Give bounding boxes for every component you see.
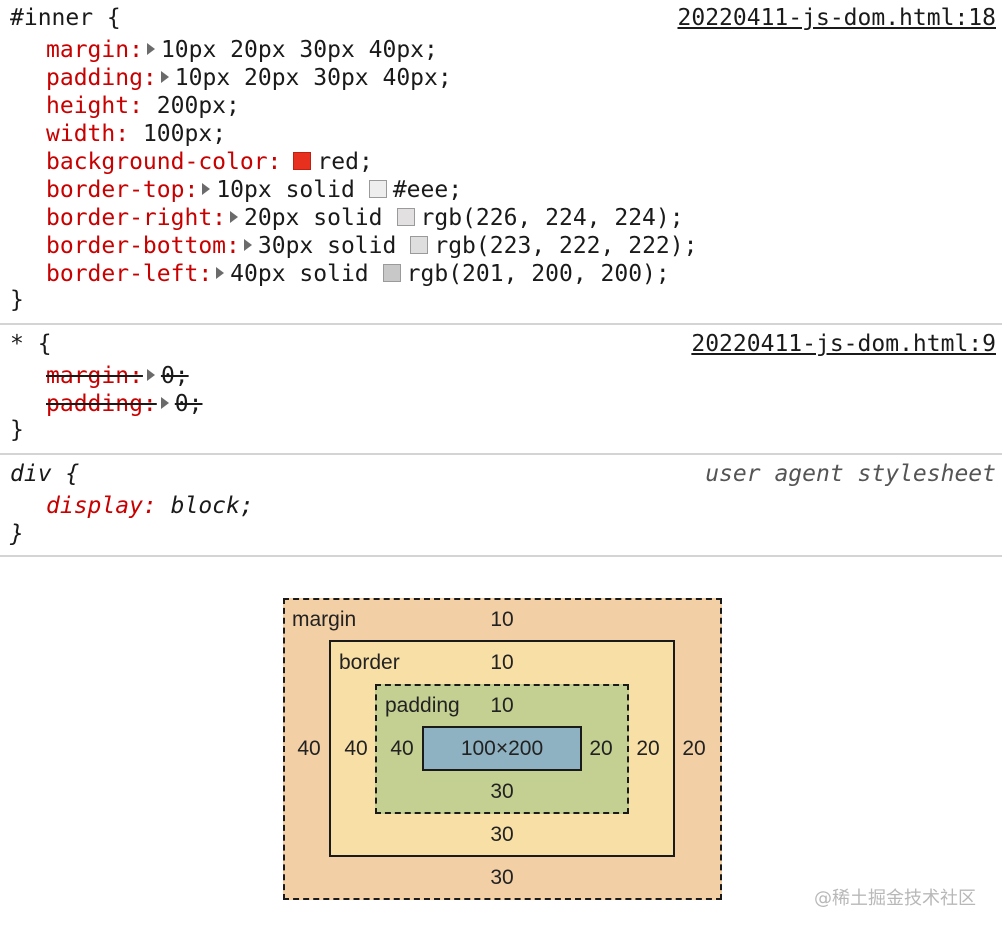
expand-triangle-icon[interactable] xyxy=(216,266,225,279)
margin-left-value[interactable]: 40 xyxy=(297,737,321,760)
property-value[interactable]: rgb(201, 200, 200); xyxy=(406,261,670,287)
property-value[interactable]: 0; xyxy=(174,391,203,417)
property-name[interactable]: border-bottom: xyxy=(46,233,240,259)
rule-divider xyxy=(0,323,1002,325)
color-swatch[interactable] xyxy=(410,235,429,254)
expand-triangle-icon[interactable] xyxy=(160,396,169,409)
property-value[interactable]: 100px; xyxy=(142,121,227,147)
content-box[interactable] xyxy=(422,726,582,771)
property-name[interactable]: margin: xyxy=(46,363,143,389)
property-border-right[interactable]: border-right: 20px solid rgb(226, 224, 224… xyxy=(46,204,684,232)
property-value[interactable]: block; xyxy=(170,493,254,519)
padding-left-value[interactable]: 40 xyxy=(390,737,414,760)
property-name[interactable]: display: xyxy=(46,493,157,519)
property-padding-overridden[interactable]: padding: 0; xyxy=(46,390,202,418)
border-left-value[interactable]: 40 xyxy=(344,737,368,760)
property-value-prefix[interactable]: 10px solid xyxy=(216,177,355,203)
selector-div[interactable]: div { xyxy=(10,461,80,487)
color-swatch[interactable] xyxy=(382,263,401,282)
property-name[interactable]: border-left: xyxy=(46,261,213,287)
property-padding[interactable]: padding: 10px 20px 30px 40px; xyxy=(46,64,452,92)
border-label: border xyxy=(339,651,400,674)
margin-bottom-value[interactable]: 30 xyxy=(490,866,514,889)
property-name[interactable]: width: xyxy=(46,121,130,147)
border-top-value[interactable]: 10 xyxy=(490,651,514,674)
selector-universal[interactable]: * { xyxy=(10,331,52,357)
property-name[interactable]: padding: xyxy=(46,391,157,417)
source-link-inner[interactable]: 20220411-js-dom.html:18 xyxy=(677,5,997,31)
expand-triangle-icon[interactable] xyxy=(202,182,211,195)
property-border-bottom[interactable]: border-bottom: 30px solid rgb(223, 222, 22… xyxy=(46,232,697,260)
property-value[interactable]: 10px 20px 30px 40px; xyxy=(174,65,452,91)
border-bottom-value[interactable]: 30 xyxy=(490,823,514,846)
property-value[interactable]: 200px; xyxy=(156,93,240,119)
color-swatch[interactable] xyxy=(368,179,387,198)
rule-close-brace: } xyxy=(10,521,24,547)
property-name[interactable]: height: xyxy=(46,93,143,119)
property-value[interactable]: red; xyxy=(317,149,373,175)
property-margin-overridden[interactable]: margin: 0; xyxy=(46,362,189,390)
source-link-universal[interactable]: 20220411-js-dom.html:9 xyxy=(691,331,996,357)
border-right-value[interactable]: 20 xyxy=(636,737,660,760)
color-swatch[interactable] xyxy=(293,151,312,170)
rule-divider xyxy=(0,555,1002,557)
content-size-value[interactable]: 100×200 xyxy=(460,737,544,760)
expand-triangle-icon[interactable] xyxy=(146,42,155,55)
property-value[interactable]: rgb(226, 224, 224); xyxy=(420,205,684,231)
selector-inner[interactable]: #inner { xyxy=(10,5,121,31)
property-name[interactable]: border-right: xyxy=(46,205,227,231)
expand-triangle-icon[interactable] xyxy=(146,368,155,381)
rule-close-brace: } xyxy=(10,417,24,443)
property-name[interactable]: margin: xyxy=(46,37,143,63)
property-value[interactable]: rgb(223, 222, 222); xyxy=(434,233,698,259)
property-display[interactable]: display: block; xyxy=(46,492,254,520)
expand-triangle-icon[interactable] xyxy=(243,238,252,251)
expand-triangle-icon[interactable] xyxy=(230,210,239,223)
margin-right-value[interactable]: 20 xyxy=(682,737,706,760)
property-background-color[interactable]: background-color: red; xyxy=(46,148,373,176)
user-agent-stylesheet-label: user agent stylesheet xyxy=(705,461,996,487)
property-value[interactable]: 0; xyxy=(160,363,189,389)
property-border-left[interactable]: border-left: 40px solid rgb(201, 200, 200)… xyxy=(46,260,670,288)
padding-label: padding xyxy=(385,694,460,717)
property-name[interactable]: background-color: xyxy=(46,149,282,175)
property-value-prefix[interactable]: 40px solid xyxy=(230,261,369,287)
padding-right-value[interactable]: 20 xyxy=(589,737,613,760)
property-value[interactable]: #eee; xyxy=(392,177,463,203)
padding-bottom-value[interactable]: 30 xyxy=(490,780,514,803)
padding-top-value[interactable]: 10 xyxy=(490,694,514,717)
rule-close-brace: } xyxy=(10,287,24,313)
property-name[interactable]: padding: xyxy=(46,65,157,91)
property-value-prefix[interactable]: 20px solid xyxy=(244,205,383,231)
margin-label: margin xyxy=(292,608,357,631)
margin-top-value[interactable]: 10 xyxy=(490,608,514,631)
color-swatch[interactable] xyxy=(396,207,415,226)
property-margin[interactable]: margin: 10px 20px 30px 40px; xyxy=(46,36,438,64)
property-width[interactable]: width: 100px; xyxy=(46,120,226,148)
watermark: @稀土掘金技术社区 xyxy=(814,888,976,909)
property-border-top[interactable]: border-top: 10px solid #eee; xyxy=(46,176,462,204)
property-height[interactable]: height: 200px; xyxy=(46,92,240,120)
property-value-prefix[interactable]: 30px solid xyxy=(257,233,397,259)
rule-divider xyxy=(0,453,1002,455)
property-value[interactable]: 10px 20px 30px 40px; xyxy=(160,37,438,63)
expand-triangle-icon[interactable] xyxy=(160,70,169,83)
property-name[interactable]: border-top: xyxy=(46,177,199,203)
